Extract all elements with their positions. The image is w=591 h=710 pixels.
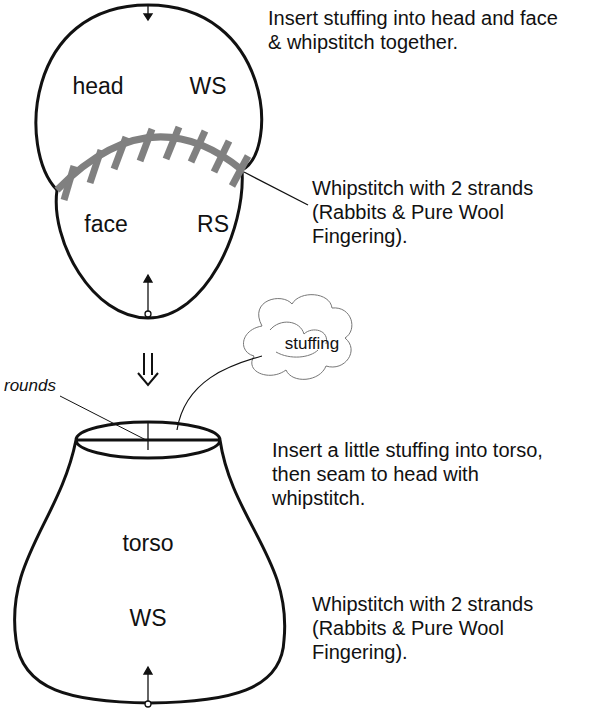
round-start-arrow: [144, 5, 152, 20]
side-label: WS: [189, 75, 226, 98]
yarn-note: Whipstitch with 2 strands (Rabbits & Pur…: [312, 592, 534, 664]
leader-line: [244, 172, 308, 205]
cast-on-arrow: [144, 275, 152, 317]
round-marker: [147, 422, 148, 450]
yarn-note: Whipstitch with 2 strands (Rabbits & Pur…: [312, 176, 534, 248]
torso-piece-outline: [10, 418, 290, 708]
part-name: head: [72, 75, 123, 98]
leader-line: [60, 396, 146, 440]
whipstitch-marks: [64, 127, 248, 200]
stuffing-cloud: stuffing: [238, 296, 358, 388]
side-label: WS: [129, 607, 166, 630]
cast-on-arrow: [144, 667, 152, 707]
stuffing-pointer: [177, 356, 262, 430]
instruction-note: Insert a little stuffing into torso, the…: [272, 438, 564, 510]
part-name: stuffing: [285, 335, 340, 352]
rounds-label: rounds: [4, 376, 56, 396]
torso-piece: torsoWS: [10, 418, 290, 708]
double-arrow: [138, 353, 158, 385]
part-name: face: [84, 213, 127, 236]
part-name: torso: [122, 532, 173, 555]
instruction-note: Insert stuffing into head and face & whi…: [268, 6, 573, 54]
side-label: RS: [197, 213, 229, 236]
